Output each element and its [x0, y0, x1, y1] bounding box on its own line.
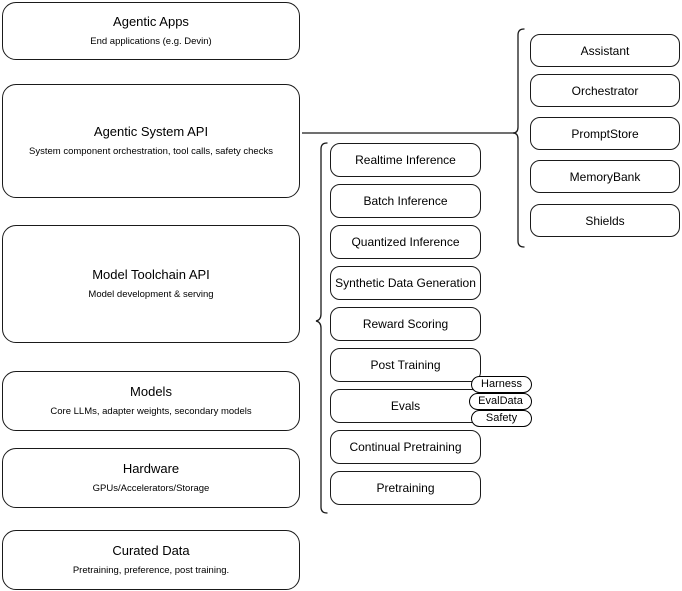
toolchain-item-pretraining[interactable]: Pretraining: [330, 471, 481, 505]
layer-subtitle: Pretraining, preference, post training.: [72, 564, 230, 576]
system-item-assistant[interactable]: Assistant: [530, 34, 680, 67]
toolchain-item-label: Post Training: [370, 358, 441, 372]
system-item-label: PromptStore: [571, 126, 639, 141]
toolchain-item-label: Realtime Inference: [355, 153, 456, 167]
layer-title: Agentic Apps: [113, 14, 189, 30]
toolchain-item-evals[interactable]: Evals: [330, 389, 481, 423]
layer-subtitle: End applications (e.g. Devin): [90, 35, 212, 47]
system-components-brace: [512, 28, 525, 248]
layer-subtitle: GPUs/Accelerators/Storage: [92, 482, 210, 494]
eval-tag-label: EvalData: [478, 395, 523, 407]
system-item-label: Assistant: [580, 43, 630, 58]
toolchain-item-label: Continual Pretraining: [349, 440, 462, 454]
layer-subtitle: Core LLMs, adapter weights, secondary mo…: [50, 405, 252, 417]
toolchain-item-label: Reward Scoring: [362, 317, 449, 331]
toolchain-item-quantized-inference[interactable]: Quantized Inference: [330, 225, 481, 259]
layer-curated-data[interactable]: Curated Data Pretraining, preference, po…: [2, 530, 300, 590]
layer-agentic-apps[interactable]: Agentic Apps End applications (e.g. Devi…: [2, 2, 300, 60]
layer-models[interactable]: Models Core LLMs, adapter weights, secon…: [2, 371, 300, 431]
system-item-memorybank[interactable]: MemoryBank: [530, 160, 680, 193]
system-item-label: MemoryBank: [569, 169, 641, 184]
eval-tag-evaldata[interactable]: EvalData: [469, 393, 532, 410]
system-item-orchestrator[interactable]: Orchestrator: [530, 74, 680, 107]
toolchain-item-label: Evals: [390, 399, 421, 413]
toolchain-item-realtime-inference[interactable]: Realtime Inference: [330, 143, 481, 177]
system-item-promptstore[interactable]: PromptStore: [530, 117, 680, 150]
layer-title: Hardware: [122, 461, 180, 477]
layer-subtitle: Model development & serving: [88, 288, 214, 300]
toolchain-item-post-training[interactable]: Post Training: [330, 348, 481, 382]
toolchain-item-reward-scoring[interactable]: Reward Scoring: [330, 307, 481, 341]
system-item-label: Orchestrator: [571, 83, 639, 98]
layer-subtitle: System component orchestration, tool cal…: [29, 145, 273, 157]
toolchain-item-continual-pretraining[interactable]: Continual Pretraining: [330, 430, 481, 464]
eval-tag-safety[interactable]: Safety: [471, 410, 532, 427]
toolchain-item-label: Quantized Inference: [351, 235, 460, 249]
layer-agentic-system-api[interactable]: Agentic System API System component orch…: [2, 84, 300, 198]
toolchain-components-brace: [315, 142, 328, 514]
system-item-shields[interactable]: Shields: [530, 204, 680, 237]
layer-title: Curated Data: [112, 543, 190, 559]
eval-tag-harness[interactable]: Harness: [471, 376, 532, 393]
system-item-label: Shields: [585, 213, 625, 228]
toolchain-item-synthetic-data-generation[interactable]: Synthetic Data Generation: [330, 266, 481, 300]
toolchain-item-label: Batch Inference: [363, 194, 448, 208]
eval-tag-label: Safety: [485, 412, 518, 424]
layer-title: Model Toolchain API: [92, 267, 210, 283]
layer-title: Models: [130, 384, 172, 400]
toolchain-item-label: Synthetic Data Generation: [335, 276, 476, 290]
toolchain-item-label: Pretraining: [376, 481, 435, 495]
layer-title: Agentic System API: [93, 124, 209, 140]
layer-hardware[interactable]: Hardware GPUs/Accelerators/Storage: [2, 448, 300, 508]
layer-model-toolchain-api[interactable]: Model Toolchain API Model development & …: [2, 225, 300, 343]
eval-tag-label: Harness: [481, 378, 522, 390]
toolchain-item-batch-inference[interactable]: Batch Inference: [330, 184, 481, 218]
